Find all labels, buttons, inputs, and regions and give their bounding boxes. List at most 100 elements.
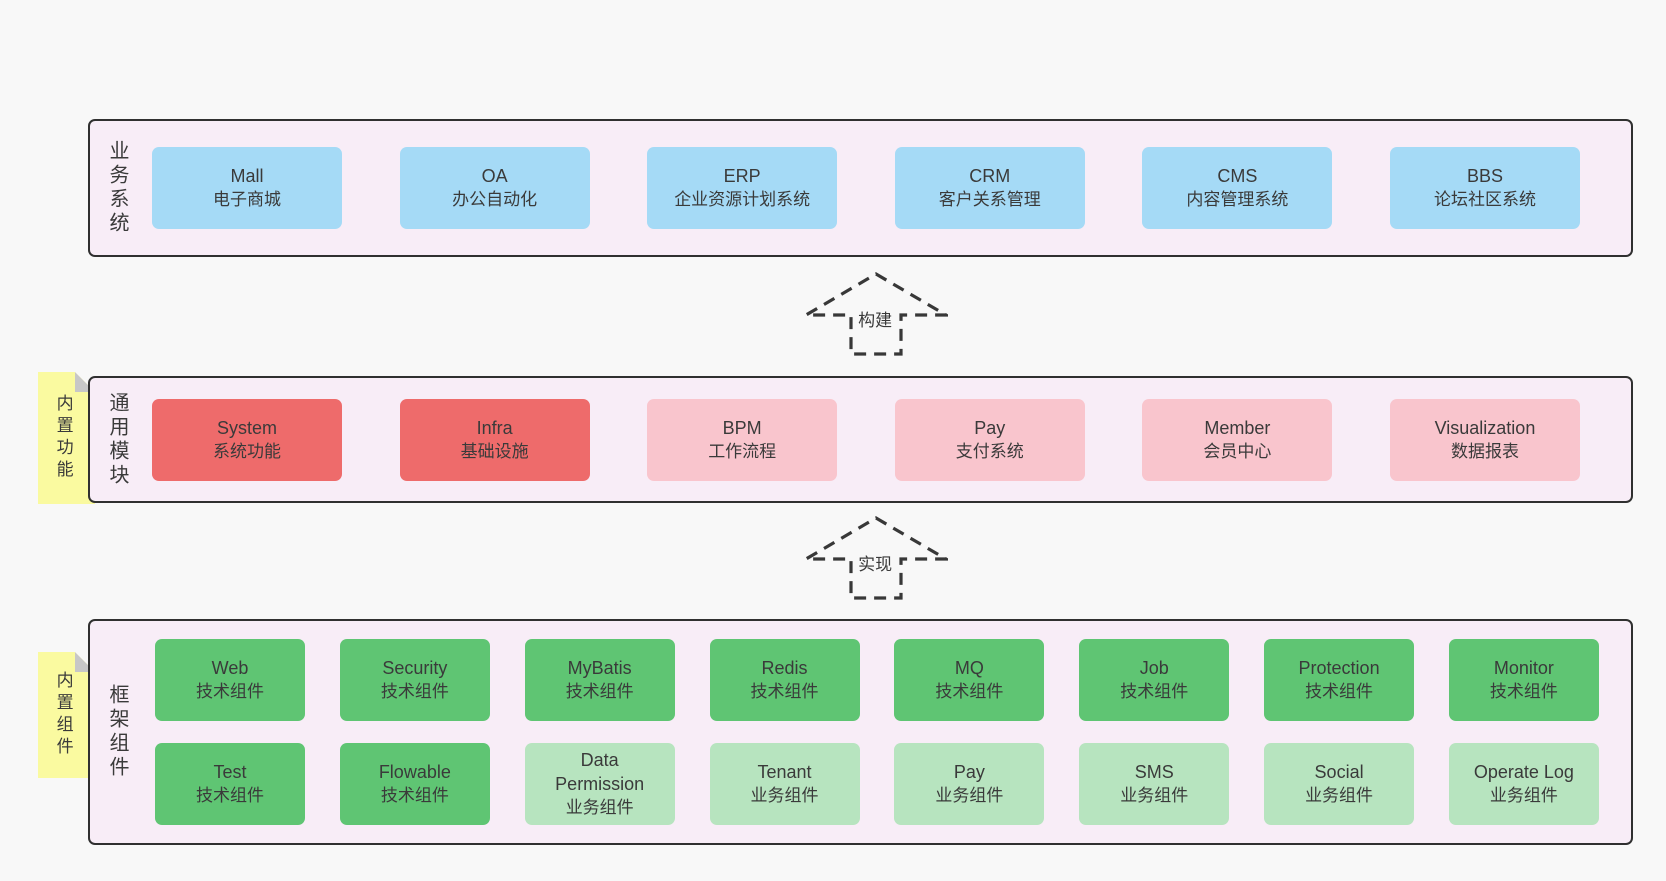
box-title: Pay [974,417,1006,438]
box-title: Operate Log [1473,762,1574,782]
box-title: Security [382,658,448,678]
box-subtitle: 技术组件 [196,682,264,701]
box-subtitle: 业务组件 [1489,786,1558,805]
box-title: Web [211,658,249,678]
box-infra: Infra 基础设施 [399,398,590,481]
box-title: CMS [1217,166,1258,186]
sticky-tab-framework-components: 内置组件 [38,652,95,778]
box-tenant: Tenant 业务组件 [709,743,860,825]
box-title: Protection [1298,658,1380,678]
box-member: Member 会员中心 [1142,398,1333,481]
box-title: Infra [476,417,513,438]
box-title: Pay [953,762,985,782]
sticky-tab-label: 内置功能 [53,394,73,482]
box-cms: CMS 内容管理系统 [1142,147,1333,229]
box-subtitle: 业务组件 [1120,786,1189,805]
box-oa: OA 办公自动化 [399,147,590,229]
box-subtitle: 业务组件 [565,798,634,817]
box-protection: Protection 技术组件 [1264,639,1415,721]
section-label-business-systems: 业务系统 [106,140,128,236]
box-data-permission: Data Permission 业务组件 [524,743,675,825]
box-title: Job [1139,658,1169,678]
box-mall: Mall 电子商城 [152,147,342,229]
box-subtitle: 技术组件 [935,682,1004,701]
box-title: Mall [230,166,264,186]
implement-arrow: 实现 [804,516,948,600]
box-title: OA [481,166,508,186]
box-title: Data Permission [555,750,645,794]
box-title: BBS [1466,166,1503,186]
box-title: Monitor [1493,658,1554,678]
section-label-framework-components: 框架组件 [106,684,128,780]
box-subtitle: 技术组件 [750,682,819,701]
box-subtitle: 数据报表 [1450,441,1519,461]
sticky-tab-label: 内置组件 [53,671,73,759]
box-subtitle: 技术组件 [1120,682,1189,701]
box-subtitle: 电子商城 [213,190,281,209]
box-subtitle: 客户关系管理 [938,190,1041,209]
dashed-up-arrow-icon [804,272,948,356]
box-subtitle: 业务组件 [935,786,1004,805]
box-security: Security 技术组件 [339,639,490,721]
box-job: Job 技术组件 [1079,639,1230,721]
box-subtitle: 企业资源计划系统 [674,190,811,209]
box-title: Tenant [757,762,812,782]
box-subtitle: 业务组件 [750,786,819,805]
implement-arrow-label: 实现 [854,547,897,578]
box-bpm: BPM 工作流程 [647,398,838,481]
box-subtitle: 支付系统 [955,441,1024,461]
build-arrow: 构建 [804,272,948,356]
build-arrow-label: 构建 [854,303,897,334]
box-pay: Pay 支付系统 [894,398,1085,481]
box-subtitle: 会员中心 [1203,441,1272,461]
box-subtitle: 办公自动化 [452,190,538,209]
box-title: Test [213,762,247,782]
sticky-tab-common-modules: 内置功能 [38,372,95,504]
box-subtitle: 技术组件 [1305,682,1374,701]
box-subtitle: 论坛社区系统 [1433,190,1536,209]
box-subtitle: 技术组件 [380,786,449,805]
box-title: Flowable [378,762,451,782]
box-erp: ERP 企业资源计划系统 [647,147,838,229]
box-pay: Pay 业务组件 [894,743,1045,825]
box-subtitle: 技术组件 [196,786,264,805]
dashed-up-arrow-icon [804,516,948,600]
box-web: Web 技术组件 [155,639,305,721]
box-subtitle: 内容管理系统 [1186,190,1289,209]
box-subtitle: 技术组件 [565,682,634,701]
box-mq: MQ 技术组件 [894,639,1045,721]
box-operate-log: Operate Log 业务组件 [1448,743,1599,825]
box-bbs: BBS 论坛社区系统 [1389,147,1580,229]
box-title: Member [1204,417,1271,438]
box-title: System [216,417,277,438]
box-title: MQ [954,658,984,678]
box-title: Social [1314,762,1364,782]
section-label-common-modules: 通用模块 [106,391,128,488]
box-title: SMS [1134,762,1174,782]
box-title: BPM [722,417,762,438]
box-test: Test 技术组件 [155,743,305,825]
box-title: CRM [969,166,1011,186]
box-subtitle: 技术组件 [380,682,449,701]
box-row: Mall 电子商城 OA 办公自动化 ERP 企业资源计划系统 CRM 客户关系管理 CMS 内容… [152,147,1580,229]
box-title: ERP [723,166,761,186]
section-content: Mall 电子商城 OA 办公自动化 ERP 企业资源计划系统 CRM 客户关系管理 CMS 内容… [152,147,1580,229]
box-subtitle: 基础设施 [460,441,529,461]
box-crm: CRM 客户关系管理 [894,147,1085,229]
box-subtitle: 工作流程 [708,441,777,461]
